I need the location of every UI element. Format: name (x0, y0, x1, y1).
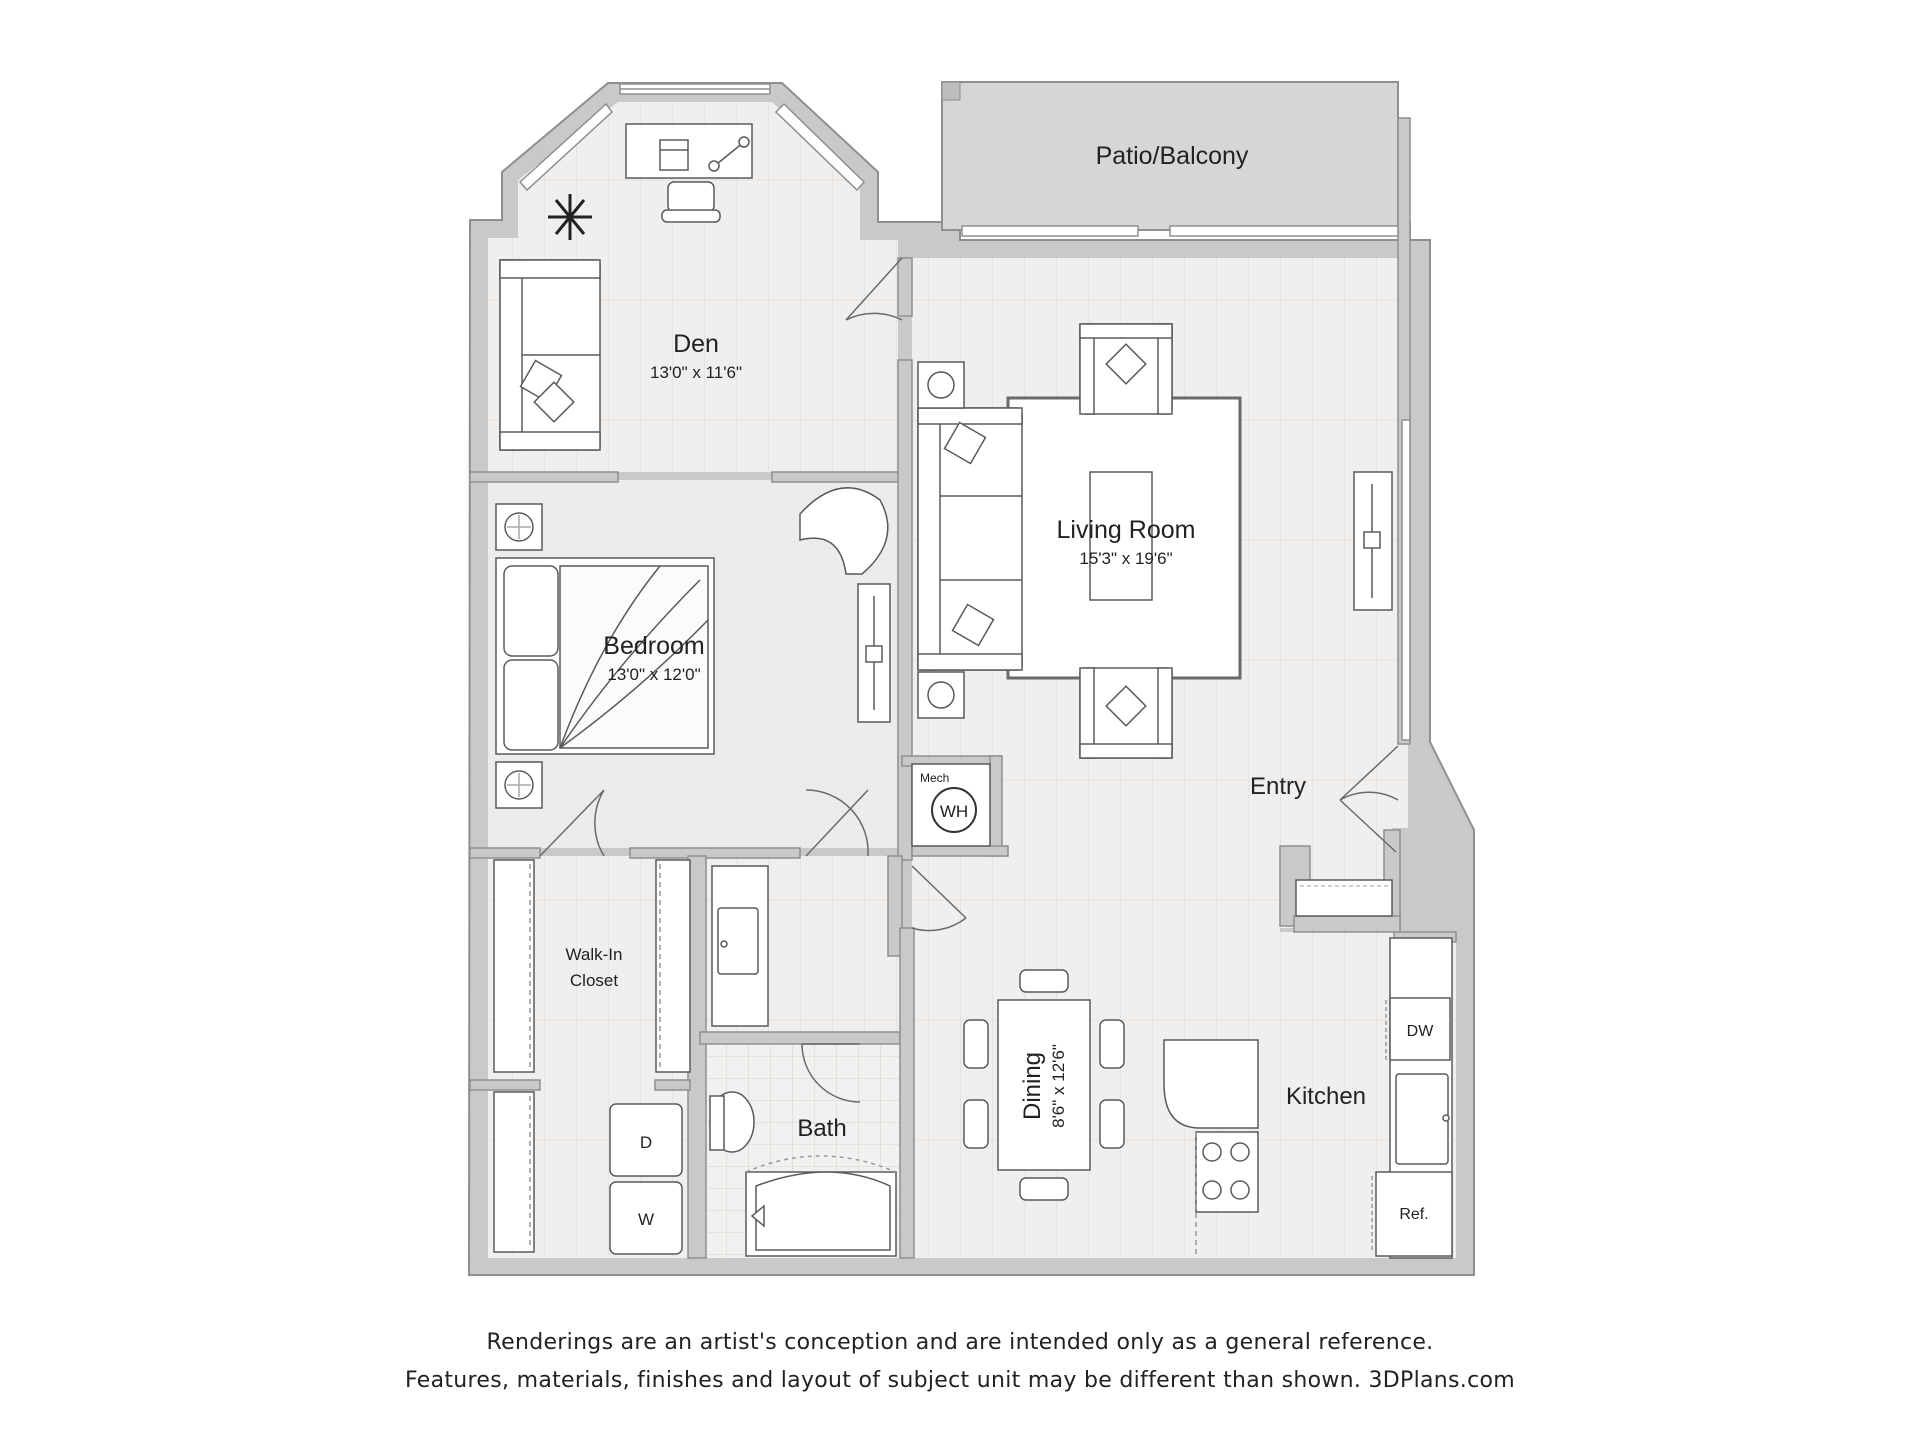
closet-label-line2: Closet (570, 971, 618, 990)
dining-label-group: Dining 8'6" x 12'6" (1019, 1044, 1068, 1128)
sink-icon (717, 907, 759, 975)
bath-corridor-door (805, 789, 869, 857)
shelf-right (655, 859, 691, 1073)
dryer-label: D (640, 1133, 652, 1152)
floor-plan: Mech WH D W (467, 81, 1475, 1276)
dining-furniture (963, 969, 1125, 1201)
closet-label-line1: Walk-In (566, 945, 623, 964)
desk-chair (667, 181, 715, 213)
washer-label: W (638, 1210, 654, 1229)
living-furniture (917, 323, 1393, 759)
entry-door (1339, 745, 1399, 801)
shelf-left-bottom (493, 1091, 535, 1253)
bath-fixtures (709, 865, 897, 1257)
kitchen-island (1163, 1039, 1259, 1129)
windows (518, 83, 1411, 741)
dishwasher-label: DW (1407, 1023, 1435, 1040)
dining-dims: 8'6" x 12'6" (1049, 1044, 1068, 1128)
desk (625, 123, 753, 179)
disclaimer-line-1: Renderings are an artist's conception an… (486, 1330, 1434, 1355)
bedroom-door (539, 789, 605, 857)
armchair (799, 487, 889, 575)
washer (609, 1181, 683, 1255)
kitchen-label: Kitchen (1286, 1083, 1366, 1110)
kitchen-fixtures (1163, 937, 1453, 1259)
bedroom-dims: 13'0" x 12'0" (607, 665, 700, 684)
disclaimer-line-2: Features, materials, finishes and layout… (405, 1368, 1515, 1393)
dining-table (997, 999, 1091, 1171)
patio-label: Patio/Balcony (1096, 142, 1249, 170)
dryer (609, 1103, 683, 1177)
refrigerator-label: Ref. (1399, 1206, 1428, 1223)
refrigerator (1375, 1171, 1453, 1257)
bath-door (801, 1043, 861, 1103)
hall-door (911, 865, 967, 932)
den-label: Den (673, 330, 719, 358)
range (1195, 1131, 1259, 1213)
closet-furniture (493, 859, 691, 1255)
kitchen-sink-icon (1395, 1073, 1449, 1165)
den-furniture (499, 123, 753, 451)
water-heater-icon (931, 787, 977, 833)
entry-label: Entry (1250, 773, 1306, 800)
living-room-dims: 15'3" x 19'6" (1079, 549, 1172, 568)
entry-closet (1295, 879, 1393, 917)
bedroom-label: Bedroom (603, 632, 704, 660)
dining-label: Dining (1019, 1052, 1046, 1120)
faucet-icon (750, 1204, 765, 1228)
interior-walls (469, 257, 1457, 1259)
mech-label: Mech (920, 771, 949, 785)
water-heater-label: WH (940, 802, 968, 821)
doors (539, 257, 1399, 1103)
entry-door-2 (1339, 799, 1397, 853)
den-dims: 13'0" x 11'6" (650, 363, 742, 382)
plant-icon (548, 194, 592, 240)
bedroom-furniture (495, 487, 891, 809)
bath-label: Bath (797, 1115, 846, 1142)
den-door (845, 257, 903, 321)
living-room-label: Living Room (1057, 516, 1196, 544)
mech-closet: Mech WH (911, 763, 991, 847)
dishwasher (1389, 997, 1451, 1061)
shelf-left-top (493, 859, 535, 1073)
coffee-table (1089, 471, 1153, 601)
